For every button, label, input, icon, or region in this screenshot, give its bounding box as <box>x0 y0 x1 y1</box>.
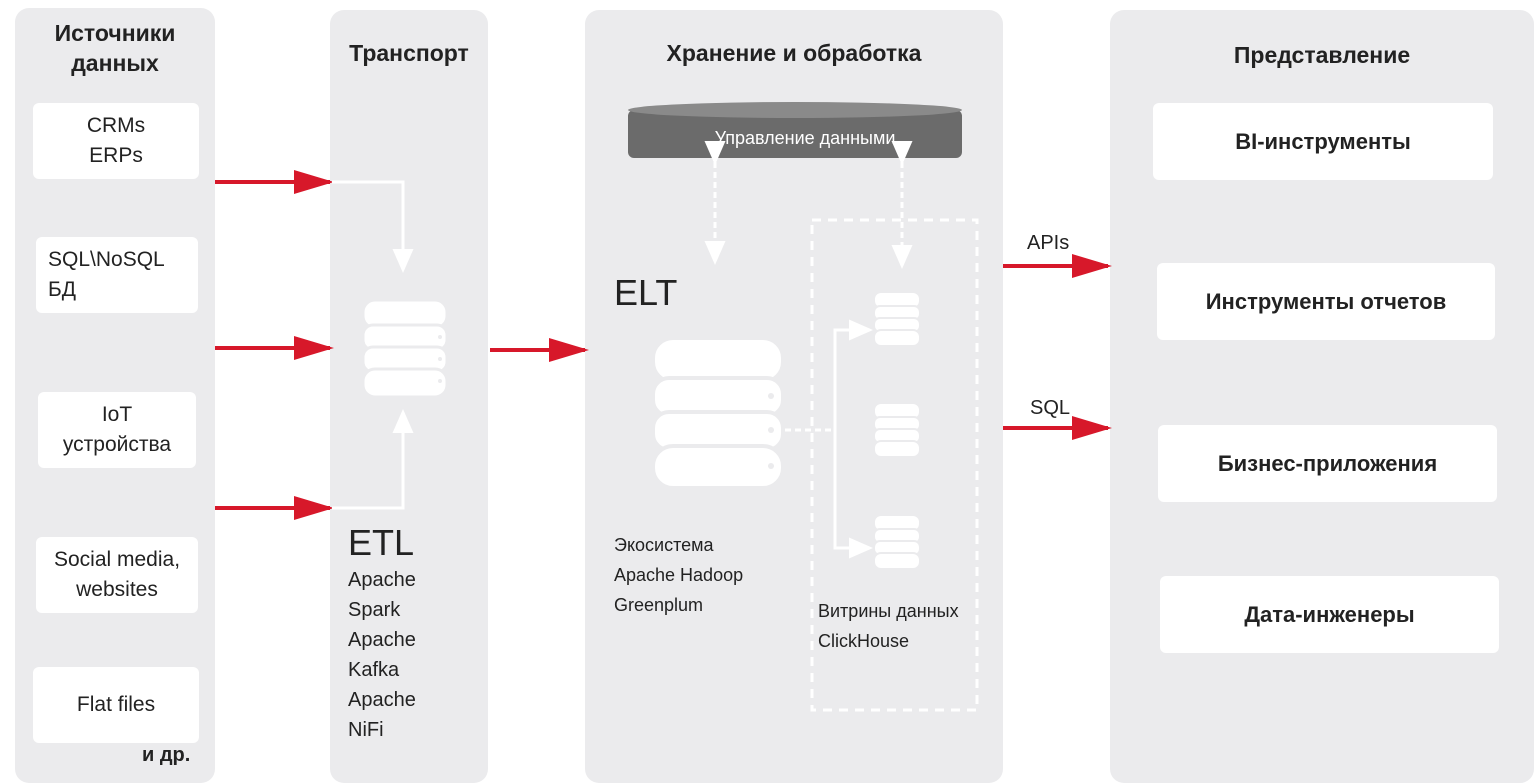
transport-title: Транспорт <box>349 40 469 66</box>
elt-db-icon <box>651 336 785 490</box>
pres-business-apps: Бизнес-приложения <box>1158 425 1497 502</box>
etl-label: ETL <box>348 522 415 563</box>
source-sql-nosql: SQL\NoSQL БД <box>36 237 198 313</box>
source-iot: IoT устройства <box>38 392 196 468</box>
mart-db-icon-3 <box>873 514 921 570</box>
marts-label: Витрины данных ClickHouse <box>818 601 959 651</box>
etl-tools: Apache Spark Apache Kafka Apache NiFi <box>348 569 416 741</box>
source-social: Social media, websites <box>36 537 198 613</box>
transport-top-connector <box>332 180 414 273</box>
mart-db-icon-2 <box>873 402 921 458</box>
presentation-title: Представление <box>1233 42 1411 68</box>
pres-bi-tools: BI-инструменты <box>1153 103 1493 180</box>
sql-label: SQL <box>1030 397 1071 419</box>
marts-dashed-box <box>810 218 979 712</box>
elt-label: ELT <box>614 272 678 313</box>
storage-title: Хранение и обработка <box>666 40 922 66</box>
sources-footer: и др. <box>142 744 191 766</box>
apis-label: APIs <box>1027 232 1070 254</box>
ecosystem-label: Экосистема Apache Hadoop Greenplum <box>614 535 744 615</box>
elt-to-mart-2 <box>833 430 873 559</box>
elt-to-mart-1 <box>833 319 873 430</box>
mart-db-icon-1 <box>873 291 921 347</box>
pres-data-engineers: Дата-инженеры <box>1160 576 1499 653</box>
sources-title: Источники данных <box>54 20 176 76</box>
source-flat-files: Flat files <box>33 667 199 743</box>
transport-bottom-connector <box>332 409 414 510</box>
pres-report-tools: Инструменты отчетов <box>1157 263 1495 340</box>
data-management-label: Управление данными <box>715 128 896 148</box>
source-crms-erps: CRMs ERPs <box>33 103 199 179</box>
transport-db-icon <box>361 298 449 399</box>
